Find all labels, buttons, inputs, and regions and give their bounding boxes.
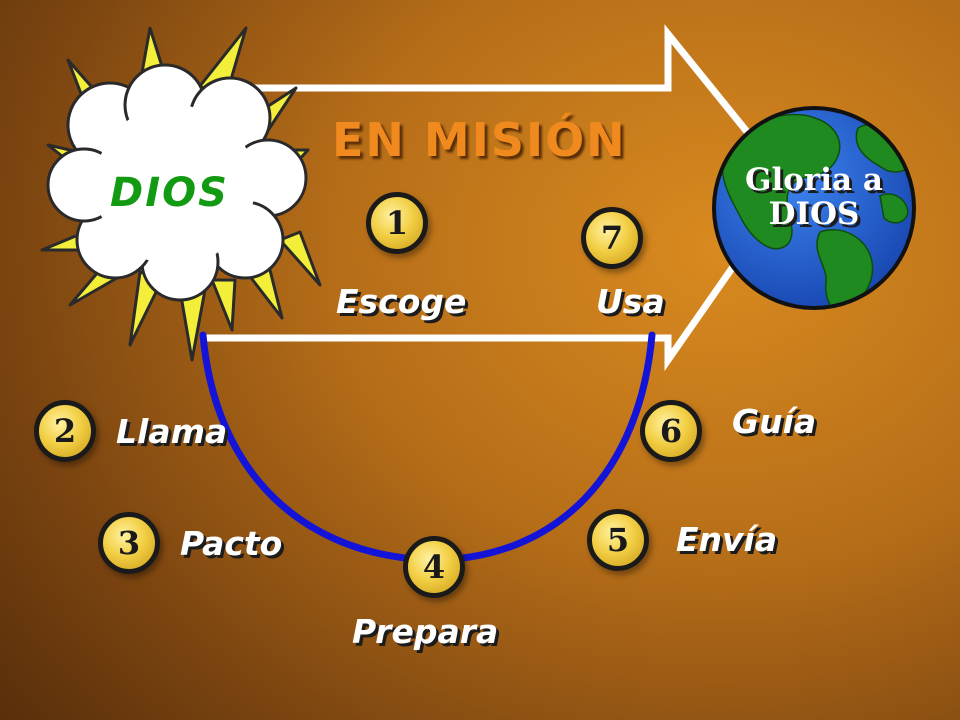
step-7-label: Usa xyxy=(596,282,665,321)
step-7-badge: 7 xyxy=(581,207,643,269)
step-5-label: Envía xyxy=(676,520,778,559)
step-4-badge: 4 xyxy=(403,536,465,598)
step-4-label: Prepara xyxy=(352,612,499,651)
step-6-badge: 6 xyxy=(640,400,702,462)
step-2-label: Llama xyxy=(116,412,228,451)
step-3-badge: 3 xyxy=(98,512,160,574)
page-title: EN MISIÓN xyxy=(332,113,627,167)
goal-line-1: Gloria a xyxy=(744,162,883,198)
step-2-badge: 2 xyxy=(34,400,96,462)
step-1-badge: 1 xyxy=(366,192,428,254)
step-1-label: Escoge xyxy=(336,282,467,321)
origin-label: DIOS xyxy=(110,170,229,216)
step-5-badge: 5 xyxy=(587,509,649,571)
goal-line-2: DIOS xyxy=(768,196,860,232)
step-6-label: Guía xyxy=(732,402,817,441)
step-3-label: Pacto xyxy=(180,524,283,563)
globe-icon xyxy=(712,106,916,310)
cloud-icon xyxy=(46,63,308,302)
